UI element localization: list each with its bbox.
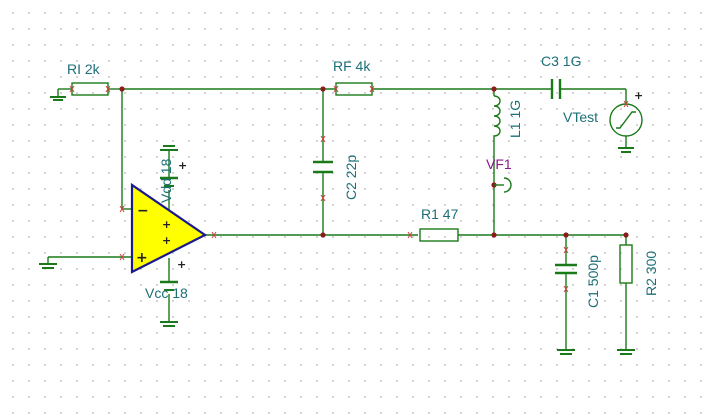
r2-label: R2 300: [643, 251, 659, 296]
op-amp[interactable]: − + + +: [119, 182, 217, 274]
battery-vcc[interactable]: + Vcc 18: [145, 258, 188, 301]
wires: [47, 88, 627, 350]
rf-label: RF 4k: [333, 58, 371, 74]
junction-dots: [119, 86, 629, 238]
battery-vdd[interactable]: + Vdd 18: [158, 158, 187, 203]
vtest-label: VTest: [563, 109, 598, 125]
vdd-label: Vdd 18: [158, 158, 174, 203]
opamp-inverting-sign: −: [137, 203, 149, 219]
junction-dot: [491, 86, 497, 92]
c1-label: C1 500p: [585, 255, 601, 308]
ground-symbol: [557, 349, 575, 355]
opamp-supply-minus: +: [162, 218, 171, 231]
vcc-plus: +: [177, 258, 186, 271]
capacitor-c1[interactable]: C1 500p: [555, 246, 601, 308]
capacitor-c2[interactable]: C2 22p: [313, 135, 359, 202]
ground-symbol: [160, 321, 178, 327]
vdd-plus: +: [178, 159, 187, 172]
r1-label: R1 47: [421, 206, 459, 222]
vcc-label: Vcc 18: [145, 285, 188, 301]
junction-dot: [119, 86, 125, 92]
inductor-l1[interactable]: L1 1G: [493, 95, 523, 142]
resistor-rf[interactable]: RF 4k: [333, 58, 375, 96]
ground-symbol: [617, 349, 635, 355]
resistor-r1[interactable]: R1 47: [407, 206, 459, 242]
l1-label: L1 1G: [507, 100, 523, 138]
voltage-source-vtest[interactable]: + VTest: [563, 89, 643, 137]
ground-symbol: [50, 89, 66, 101]
junction-dot: [623, 232, 629, 238]
resistor-ri[interactable]: RI 2k: [67, 61, 111, 96]
junction-dot: [320, 86, 326, 92]
junction-dot: [320, 232, 326, 238]
vtest-plus: +: [634, 89, 643, 102]
ground-symbol: [160, 145, 178, 151]
resistor-r2[interactable]: R2 300: [619, 244, 659, 296]
capacitor-c3[interactable]: C3 1G: [541, 53, 581, 99]
voltmeter-vf1[interactable]: VF1: [486, 156, 512, 193]
vf1-label: VF1: [486, 156, 512, 172]
ground-symbol: [39, 263, 57, 269]
c2-label: C2 22p: [343, 155, 359, 200]
junction-dot: [491, 232, 497, 238]
ri-label: RI 2k: [67, 61, 101, 77]
opamp-supply-plus: +: [162, 234, 171, 247]
junction-dot: [563, 232, 569, 238]
c3-label: C3 1G: [541, 53, 581, 69]
ground-symbol: [618, 147, 634, 153]
opamp-noninverting-sign: +: [136, 250, 148, 266]
